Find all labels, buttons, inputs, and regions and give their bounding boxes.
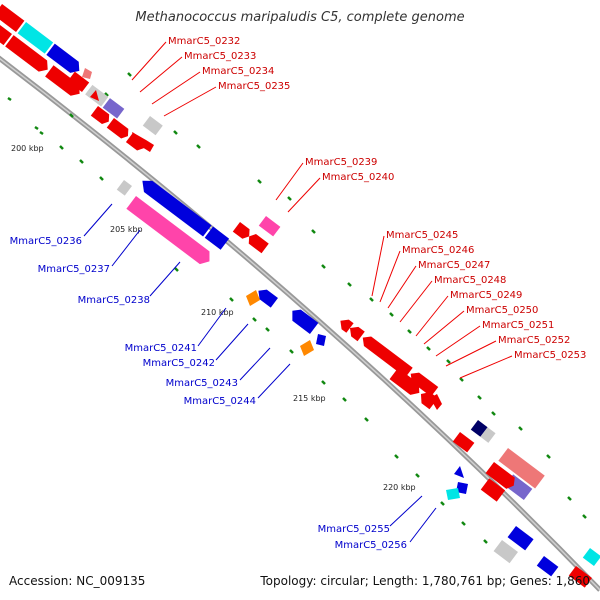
gene-label-0253[interactable]: MmarC5_0253 (514, 350, 586, 361)
gene-arrow[interactable] (0, 18, 12, 46)
gene-arrow[interactable] (480, 427, 496, 443)
gene-arrow[interactable] (389, 368, 424, 398)
topology-text: Topology: circular; Length: 1,780,761 bp… (260, 574, 590, 588)
gene-arrow[interactable] (246, 290, 260, 306)
leader-lines-outer (131, 41, 513, 379)
gene-arrow[interactable] (568, 566, 592, 588)
gene-arrow[interactable] (359, 333, 413, 378)
gene-arrow[interactable] (300, 340, 314, 356)
gene-arrow[interactable] (204, 226, 230, 250)
gene-label-0236[interactable]: MmarC5_0236 (10, 236, 82, 247)
gene-label-0245[interactable]: MmarC5_0245 (386, 230, 458, 241)
gene-arrow[interactable] (456, 482, 468, 494)
gene-label-0239[interactable]: MmarC5_0239 (305, 157, 377, 168)
scale-label-205: 205 kbp (110, 225, 143, 234)
gene-arrow[interactable] (0, 3, 25, 32)
gene-arrow[interactable] (17, 22, 54, 54)
gene-label-0252[interactable]: MmarC5_0252 (498, 335, 570, 346)
gene-label-0255[interactable]: MmarC5_0255 (318, 524, 390, 535)
gene-label-0256[interactable]: MmarC5_0256 (335, 540, 407, 551)
gene-label-0233[interactable]: MmarC5_0233 (184, 51, 256, 62)
gene-arrow[interactable] (232, 222, 253, 241)
gene-arrow[interactable] (246, 232, 269, 254)
gene-arrow[interactable] (454, 466, 464, 478)
gene-label-0241[interactable]: MmarC5_0241 (125, 343, 197, 354)
gene-arrow[interactable] (90, 90, 99, 101)
gene-label-0238[interactable]: MmarC5_0238 (78, 295, 150, 306)
gene-label-0251[interactable]: MmarC5_0251 (482, 320, 554, 331)
gene-arrow[interactable] (446, 488, 460, 500)
scale-label-210: 210 kbp (201, 308, 234, 317)
gene-arrow[interactable] (138, 176, 212, 237)
gene-label-0249[interactable]: MmarC5_0249 (450, 290, 522, 301)
gene-label-0244[interactable]: MmarC5_0244 (184, 396, 256, 407)
gene-arrow[interactable] (67, 71, 90, 93)
gene-label-0232[interactable]: MmarC5_0232 (168, 36, 240, 47)
scale-label-200: 200 kbp (11, 144, 44, 153)
gene-arrow[interactable] (45, 65, 84, 99)
gene-label-0234[interactable]: MmarC5_0234 (202, 66, 274, 77)
gene-label-0242[interactable]: MmarC5_0242 (143, 358, 215, 369)
scale-label-215: 215 kbp (293, 394, 326, 403)
gene-label-0250[interactable]: MmarC5_0250 (466, 305, 538, 316)
gene-label-0246[interactable]: MmarC5_0246 (402, 245, 474, 256)
gene-arrow[interactable] (430, 394, 442, 410)
gene-arrow[interactable] (116, 180, 132, 196)
gene-arrow[interactable] (536, 556, 559, 577)
gene-arrow[interactable] (106, 118, 132, 141)
leader-lines-inner (83, 203, 437, 543)
gene-arrow[interactable] (480, 478, 506, 502)
gene-arrow[interactable] (498, 448, 545, 489)
gene-label-0243[interactable]: MmarC5_0243 (166, 378, 238, 389)
gene-arrow[interactable] (407, 369, 439, 397)
gene-label-0235[interactable]: MmarC5_0235 (218, 81, 290, 92)
gene-label-0247[interactable]: MmarC5_0247 (418, 260, 490, 271)
gene-arrow[interactable] (452, 432, 475, 453)
gene-label-0240[interactable]: MmarC5_0240 (322, 172, 394, 183)
gene-arrow[interactable] (255, 286, 278, 308)
gene-arrow[interactable] (5, 35, 52, 75)
gene-arrow[interactable] (132, 132, 154, 152)
gene-arrow[interactable] (316, 334, 326, 346)
gene-arrow[interactable] (346, 323, 365, 342)
gene-arrow[interactable] (493, 540, 518, 564)
gene-label-0248[interactable]: MmarC5_0248 (434, 275, 506, 286)
gene-arrow[interactable] (46, 43, 83, 77)
gene-arrow[interactable] (507, 526, 534, 551)
gene-arrow[interactable] (470, 420, 488, 437)
gene-arrow[interactable] (82, 68, 92, 79)
gene-arrow[interactable] (288, 306, 319, 335)
gene-label-0237[interactable]: MmarC5_0237 (38, 264, 110, 275)
gene-arrow[interactable] (142, 116, 163, 136)
scale-ticks (7, 72, 587, 544)
gene-arrow[interactable] (258, 216, 281, 237)
map-title: Methanococcus maripaludis C5, complete g… (135, 10, 465, 25)
gene-arrow[interactable] (337, 316, 354, 333)
accession-text: Accession: NC_009135 (9, 574, 146, 588)
gene-features-inner (116, 176, 559, 577)
gene-arrow[interactable] (582, 548, 600, 567)
genome-backbone-highlight (0, 57, 600, 591)
gene-arrow[interactable] (485, 462, 518, 491)
gene-arrow[interactable] (102, 98, 125, 119)
gene-arrow[interactable] (126, 196, 214, 268)
gene-arrow[interactable] (90, 106, 113, 126)
gene-features-outer (0, 3, 600, 588)
scale-label-220: 220 kbp (383, 483, 416, 492)
